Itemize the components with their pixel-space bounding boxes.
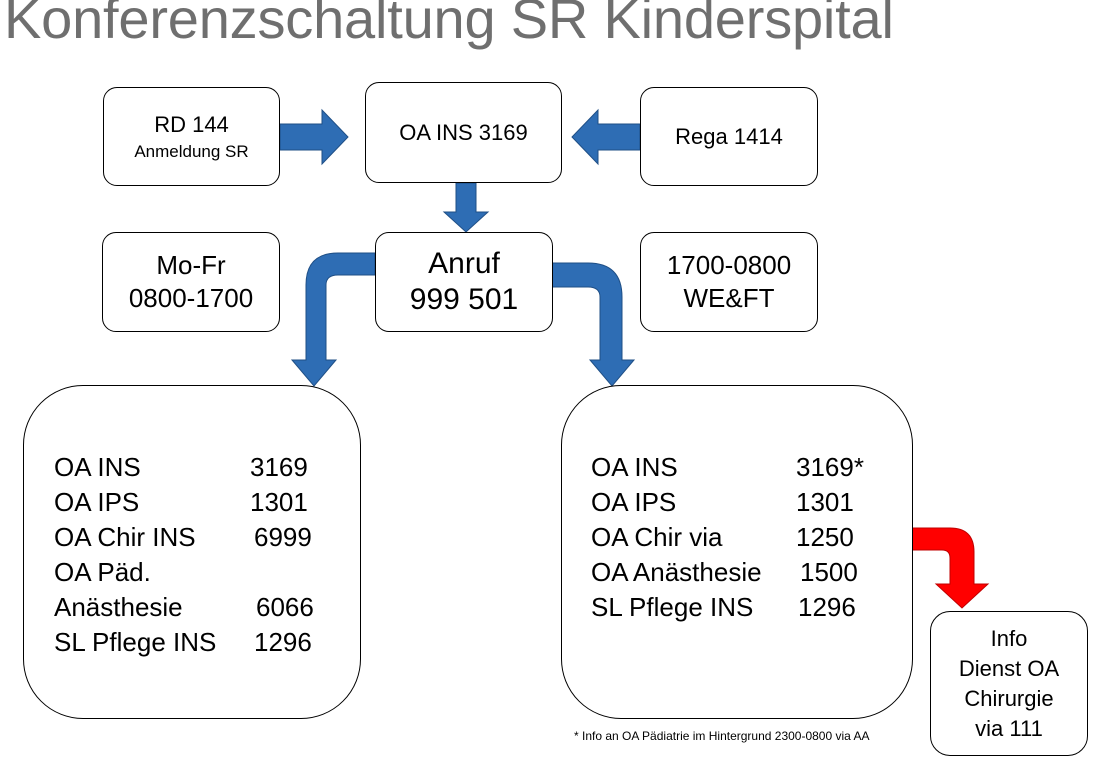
list-item-label: OA IPS xyxy=(591,487,677,517)
night-days: WE&FT xyxy=(683,283,775,313)
oa-ins-box: OA INS 3169 xyxy=(365,82,562,183)
list-item-number: 1296 xyxy=(798,592,856,622)
info-line: Info xyxy=(990,625,1028,651)
footnote: * Info an OA Pädiatrie im Hintergrund 23… xyxy=(574,729,870,743)
info-box: Info Dienst OA Chirurgie via 111 xyxy=(930,611,1088,756)
list-item-number: 1301 xyxy=(250,487,308,517)
day-label: Mo-Fr xyxy=(156,250,226,280)
arrow-rd-to-oa xyxy=(279,108,349,166)
night-hours: 1700-0800 xyxy=(666,250,792,280)
info-line: via 111 xyxy=(975,715,1043,741)
list-item-number: 1250 xyxy=(796,522,854,552)
day-contacts-box: OA INS 3169 OA IPS 1301 OA Chir INS 6999… xyxy=(23,385,361,719)
day-hours: 0800-1700 xyxy=(128,283,254,313)
info-line: Dienst OA xyxy=(958,655,1060,681)
info-line: Chirurgie xyxy=(964,685,1054,711)
arrow-oa-to-anruf xyxy=(442,182,490,233)
anruf-box: Anruf 999 501 xyxy=(375,232,553,332)
list-item-label: OA IPS xyxy=(54,487,140,517)
anruf-number: 999 501 xyxy=(409,283,519,316)
list-item-number: 1296 xyxy=(254,627,312,657)
night-box: 1700-0800 WE&FT xyxy=(640,232,818,332)
page-title: Konferenzschaltung SR Kinderspital xyxy=(4,0,894,50)
rega-label: Rega 1414 xyxy=(675,123,783,149)
list-item-label: OA Chir via xyxy=(591,522,723,552)
rega-box: Rega 1414 xyxy=(640,87,818,186)
rd-label: RD 144 xyxy=(154,111,229,137)
list-item-label: SL Pflege INS xyxy=(54,627,217,657)
list-item-number: 3169 xyxy=(250,452,308,482)
list-item-number: 1500 xyxy=(800,557,858,587)
arrow-rega-to-oa xyxy=(571,108,641,166)
list-item-number: 6066 xyxy=(256,592,314,622)
list-item-label: OA Päd. xyxy=(54,557,151,587)
arrow-anruf-to-left xyxy=(290,252,376,387)
oa-ins-label: OA INS 3169 xyxy=(399,119,528,145)
list-item-label: Anästhesie xyxy=(54,592,183,622)
list-item-label: OA INS xyxy=(591,452,678,482)
list-item-label: OA Anästhesie xyxy=(591,557,762,587)
arrow-anruf-to-right xyxy=(551,262,636,387)
list-item-number: 6999 xyxy=(254,522,312,552)
list-item-number: 1301 xyxy=(796,487,854,517)
list-item-label: OA Chir INS xyxy=(54,522,196,552)
night-contacts-box: OA INS 3169* OA IPS 1301 OA Chir via 125… xyxy=(561,385,913,719)
anruf-label: Anruf xyxy=(428,247,500,280)
rd-box: RD 144 Anmeldung SR xyxy=(103,87,280,186)
rd-sublabel: Anmeldung SR xyxy=(134,141,249,161)
day-box: Mo-Fr 0800-1700 xyxy=(102,232,280,332)
list-item-number: 3169* xyxy=(796,452,864,482)
list-item-label: OA INS xyxy=(54,452,141,482)
list-item-label: SL Pflege INS xyxy=(591,592,754,622)
